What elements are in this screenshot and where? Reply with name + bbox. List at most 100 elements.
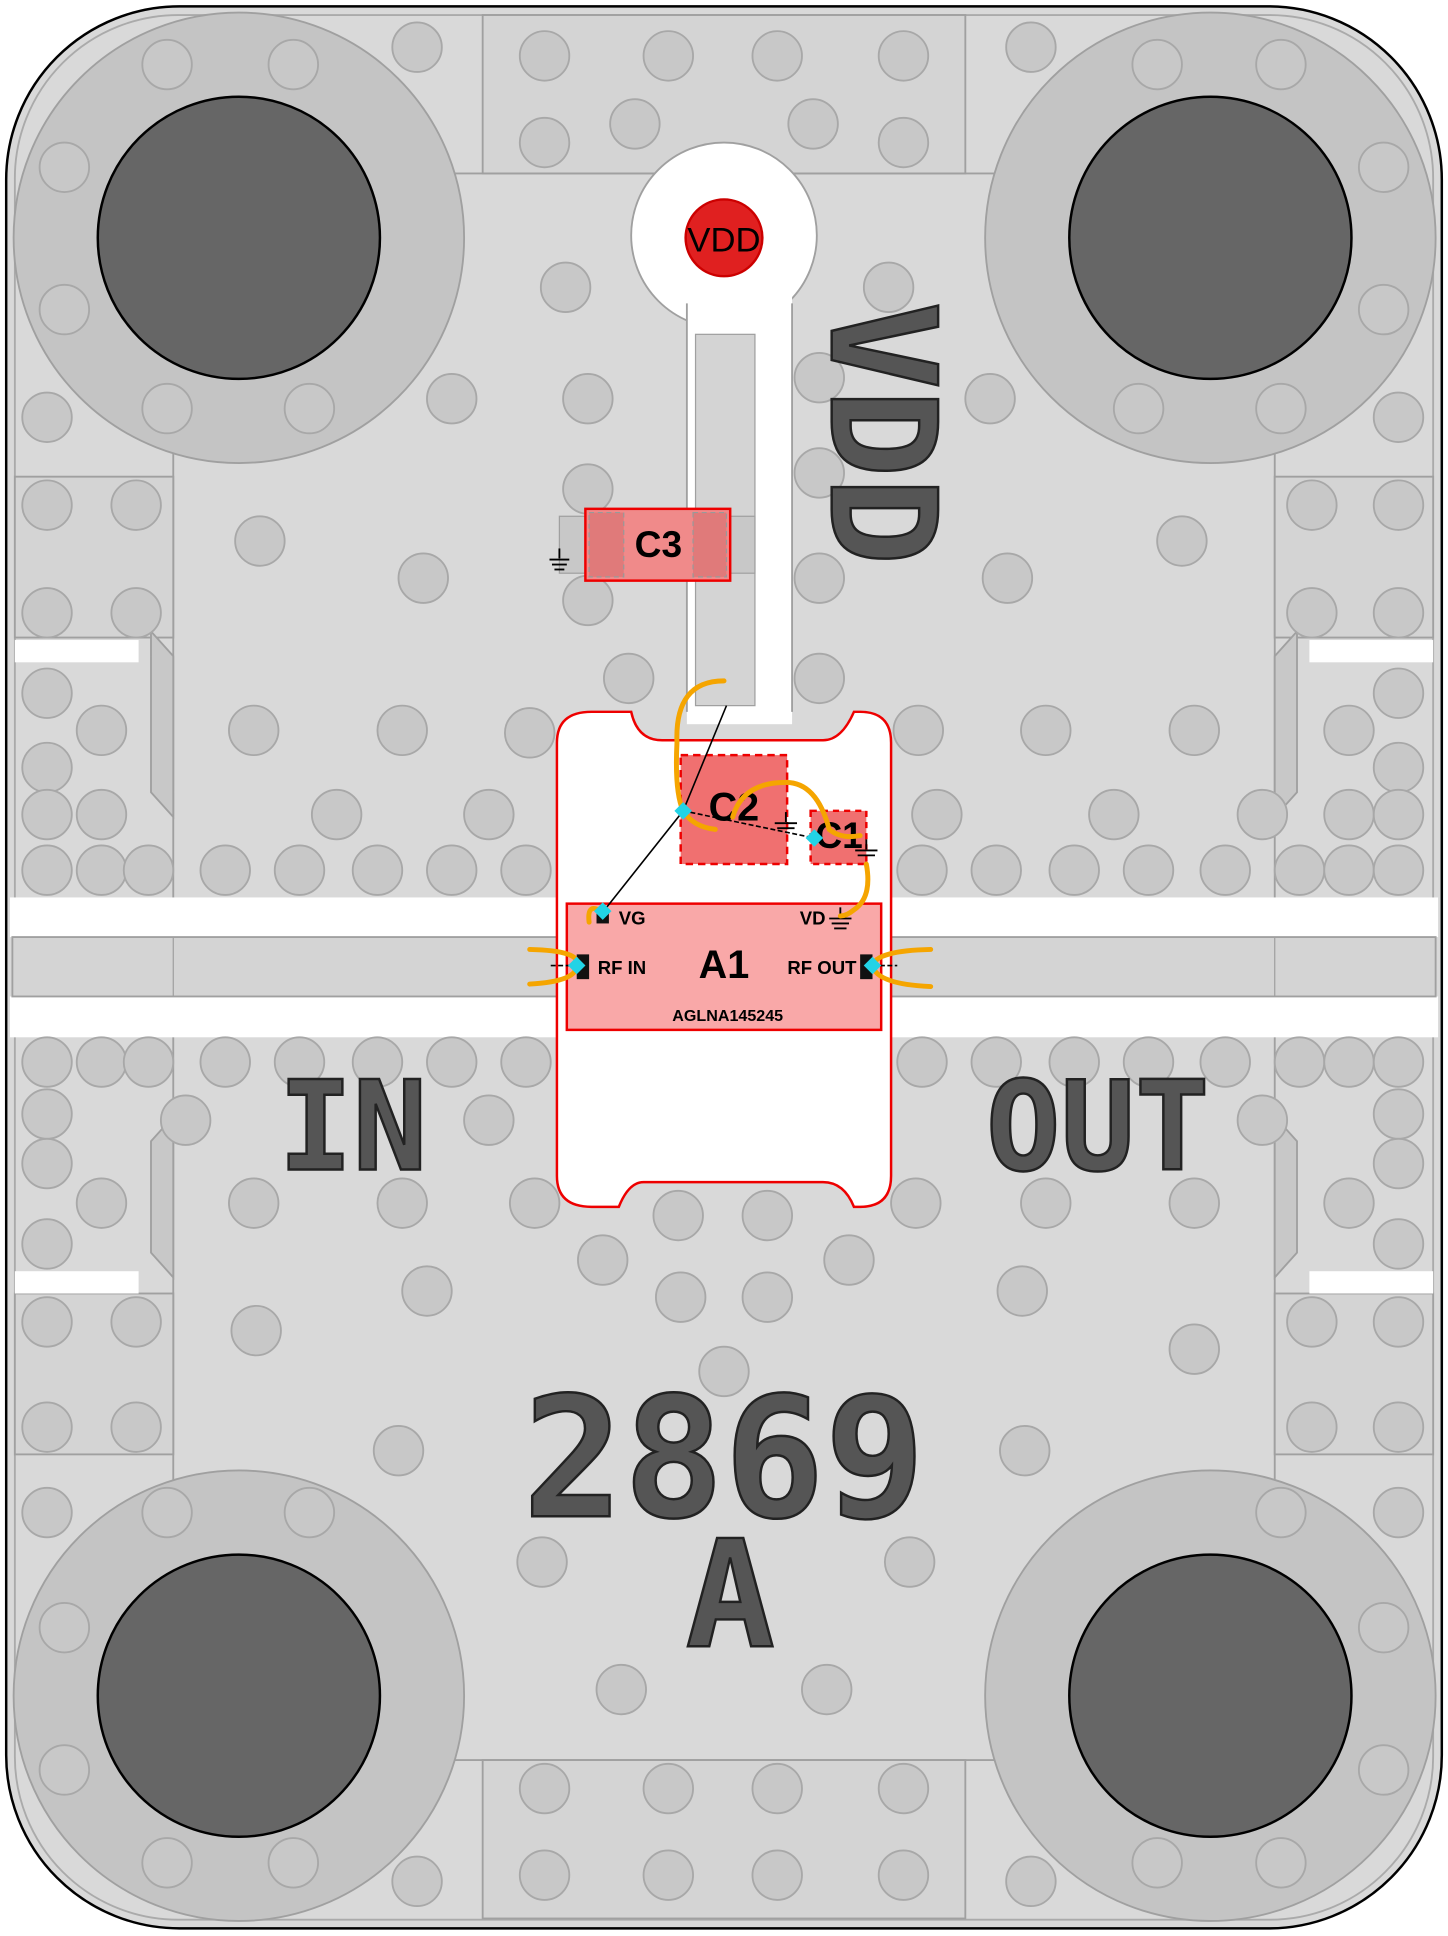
silk-vdd: VDD	[797, 301, 967, 565]
via	[75, 788, 128, 841]
via	[1255, 38, 1307, 91]
via	[970, 1036, 1022, 1088]
via	[1372, 391, 1425, 443]
a1-part: AGLNA145245	[672, 1007, 783, 1025]
via	[801, 1663, 853, 1716]
via	[228, 1177, 280, 1229]
via	[1372, 479, 1425, 531]
via	[518, 1762, 571, 1815]
pin-rf-out-label: RF OUT	[787, 957, 857, 978]
via	[1112, 382, 1165, 435]
via	[199, 844, 251, 896]
via	[141, 382, 193, 435]
via	[1372, 741, 1425, 794]
via	[562, 574, 614, 627]
via	[793, 351, 845, 404]
via	[21, 667, 73, 719]
via	[896, 1036, 948, 1088]
via	[1372, 1137, 1425, 1190]
via	[504, 707, 556, 759]
via	[1372, 587, 1425, 639]
via	[883, 1536, 936, 1588]
mounting-hole	[96, 95, 382, 381]
mounting-holes	[12, 11, 1437, 1922]
via	[351, 844, 404, 896]
via	[110, 1296, 162, 1348]
via	[110, 587, 162, 639]
pin-rf-in-label: RF IN	[598, 957, 646, 978]
via	[996, 1265, 1048, 1317]
via	[230, 1304, 282, 1357]
via	[401, 1265, 453, 1317]
via	[911, 788, 963, 841]
ground-icon	[774, 812, 798, 830]
via	[793, 447, 845, 499]
via	[751, 30, 803, 82]
component-a1[interactable]: A1 AGLNA145245 VG VD RF IN RF OUT	[565, 902, 883, 1032]
via	[500, 1036, 552, 1088]
via	[351, 1036, 404, 1088]
via	[141, 1837, 193, 1889]
via	[862, 261, 915, 313]
via	[1005, 21, 1057, 73]
via	[1357, 283, 1410, 336]
via	[75, 704, 128, 757]
via	[751, 1762, 803, 1815]
via	[877, 1762, 930, 1815]
via	[21, 741, 73, 794]
via	[1323, 844, 1375, 896]
via	[141, 38, 193, 91]
via	[21, 479, 73, 531]
via	[698, 1345, 750, 1398]
via	[1005, 1855, 1057, 1908]
via	[981, 552, 1034, 604]
mounting-hole	[1068, 95, 1353, 381]
via	[896, 844, 948, 896]
via	[21, 788, 73, 841]
via	[75, 1036, 128, 1088]
via	[38, 1744, 91, 1796]
via	[267, 38, 319, 91]
via	[21, 587, 73, 639]
via	[38, 1601, 91, 1654]
via	[310, 788, 363, 841]
mounting-hole	[96, 1553, 382, 1839]
via	[426, 1036, 478, 1088]
via	[508, 1177, 561, 1229]
vdd-pad-label: VDD	[687, 221, 760, 259]
via	[376, 704, 428, 757]
via	[426, 844, 478, 896]
via	[283, 1486, 336, 1539]
via	[21, 1036, 73, 1088]
via	[1236, 1094, 1289, 1146]
via	[518, 30, 571, 82]
via	[372, 1424, 425, 1477]
via	[1048, 1036, 1100, 1088]
ground-icon	[855, 839, 878, 857]
via	[577, 1234, 629, 1286]
via	[159, 1094, 212, 1146]
via	[518, 1849, 571, 1901]
vdd-pad[interactable]: VDD	[684, 198, 764, 278]
component-c3[interactable]: C3	[549, 507, 756, 582]
silk-part-number: 2869	[523, 1362, 925, 1556]
via	[595, 1663, 647, 1716]
component-c2[interactable]: C2	[679, 753, 798, 866]
via	[741, 1189, 793, 1242]
via	[518, 116, 571, 169]
via	[110, 479, 162, 531]
via	[741, 1271, 793, 1323]
via	[1372, 1218, 1425, 1270]
via	[890, 1177, 942, 1229]
via	[267, 1837, 319, 1889]
via	[964, 373, 1016, 425]
via	[1168, 1177, 1220, 1229]
via	[110, 1401, 162, 1453]
via	[1323, 704, 1375, 757]
via	[1357, 141, 1410, 193]
via	[376, 1177, 428, 1229]
via	[793, 652, 845, 705]
via	[1372, 667, 1425, 719]
via	[1323, 788, 1375, 841]
via	[283, 382, 336, 435]
